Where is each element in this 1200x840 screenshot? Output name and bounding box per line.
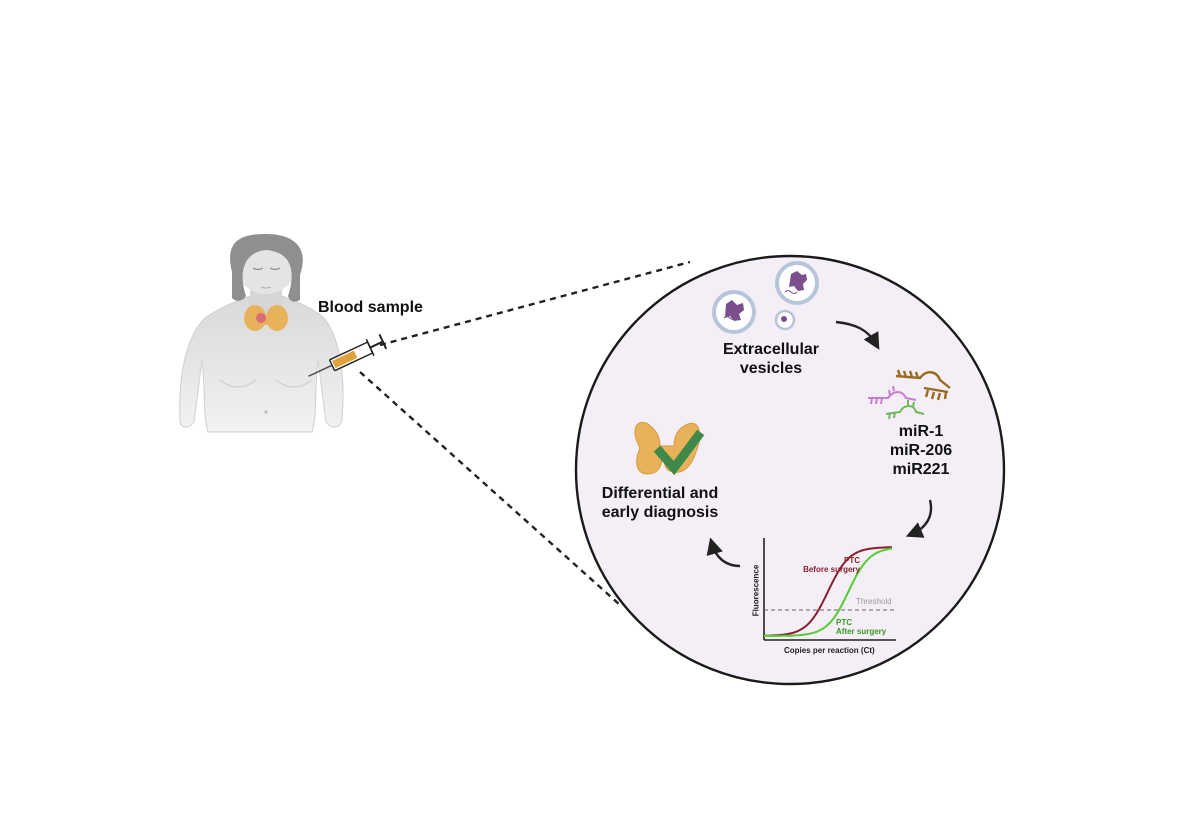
legend-before-line2: Before surgery (803, 565, 860, 574)
extracellular-vesicles-label: Extracellular vesicles (716, 340, 826, 378)
mirna-item: miR221 (892, 461, 950, 478)
ev-label-line1: Extracellular (722, 341, 820, 358)
cycle-arrow-icon-1 (835, 320, 880, 350)
mirna-strand-icon-purple (868, 385, 917, 405)
checkmark-icon (653, 429, 705, 476)
diagnosis-label-line1: Differential and (601, 485, 719, 502)
syringe-icon (308, 333, 388, 377)
zoom-circle (574, 254, 1006, 686)
chart-y-axis-label: Fluorescence (751, 564, 761, 617)
vesicle-icon-large (712, 290, 756, 334)
woman-figure-icon (179, 234, 344, 433)
thyroid-gland-icon (244, 305, 288, 331)
threshold-label: Threshold (856, 597, 892, 606)
cycle-arrow-icon-3 (706, 537, 741, 568)
ev-label-line2: vesicles (739, 360, 803, 377)
mirna-strand-icon-green (885, 400, 925, 420)
mirna-item: miR-1 (898, 423, 944, 440)
legend-ptc-after-surgery: PTC After surgery (836, 618, 886, 636)
blood-sample-label: Blood sample (318, 299, 423, 316)
curve-ptc-before-surgery (763, 546, 893, 637)
curve-ptc-after-surgery (764, 547, 893, 637)
mirna-list: miR-1 miR-206 miR221 (880, 422, 962, 479)
mirna-strand-icon-brown (895, 369, 951, 401)
chart-x-axis-label: Copies per reaction (Ct) (784, 646, 875, 655)
qpcr-chart (763, 538, 896, 641)
legend-after-line2: After surgery (836, 627, 887, 636)
zoom-line-top (379, 260, 691, 347)
mirna-item: miR-206 (889, 442, 953, 459)
vesicle-icon-small (774, 309, 796, 331)
legend-after-line1: PTC (836, 618, 852, 627)
legend-before-line1: PTC (844, 556, 860, 565)
diagnosis-label: Differential and early diagnosis (600, 484, 720, 522)
diagnosis-label-line2: early diagnosis (601, 504, 719, 521)
zoom-line-bottom (359, 371, 621, 606)
legend-ptc-before-surgery: PTC Before surgery (776, 556, 860, 574)
cycle-arrow-icon-2 (905, 499, 933, 538)
vesicle-icon-top (775, 261, 819, 305)
